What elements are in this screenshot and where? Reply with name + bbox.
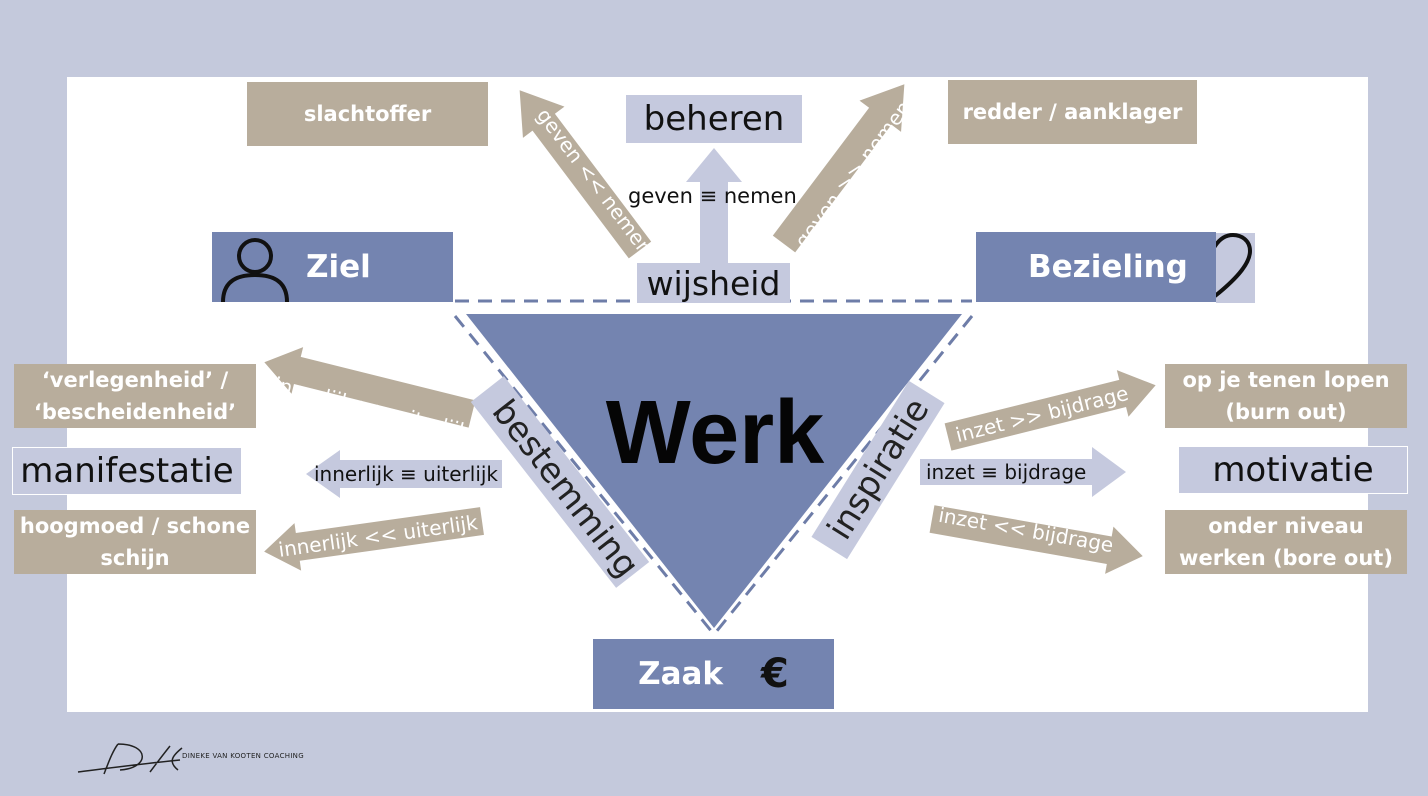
verlegenheid-label: ‘verlegenheid’ / ‘bescheidenheid’ [33, 368, 237, 424]
inspiratie-band [811, 380, 945, 560]
hoogmoed-label: hoogmoed / schone schijn [19, 514, 251, 570]
left-arrow-2 [306, 450, 502, 498]
left-arrow-1 [264, 347, 476, 428]
werk-triangle [466, 314, 962, 628]
top-right-arrow [772, 84, 905, 253]
person-icon [221, 238, 289, 302]
manifestatie-box: manifestatie [12, 447, 242, 495]
zaak-box: Zaak € [593, 639, 834, 709]
euro-icon: € [761, 651, 789, 697]
top-center-arrow [686, 148, 742, 263]
motivatie-box: motivatie [1178, 446, 1408, 494]
center-arrow-label: geven ≡ nemen [628, 184, 797, 208]
manifestatie-label: manifestatie [20, 451, 234, 491]
slachtoffer-box: slachtoffer [247, 82, 488, 146]
ziel-label: Ziel [306, 249, 371, 285]
bore-out-label: onder niveau werken (bore out) [1179, 514, 1393, 570]
beheren-box: beheren [626, 95, 802, 143]
left-arrow-3 [264, 507, 484, 571]
top-left-arrow [519, 90, 652, 259]
right-arrow-3 [929, 505, 1143, 574]
logo-mark [77, 743, 183, 775]
bore-out-box: onder niveau werken (bore out) [1165, 510, 1407, 574]
ziel-box: Ziel [212, 232, 453, 302]
werk-title: Werk [605, 383, 825, 483]
zaak-label: Zaak [638, 656, 724, 692]
slachtoffer-label: slachtoffer [303, 102, 432, 126]
verlegenheid-box: ‘verlegenheid’ / ‘bescheidenheid’ [14, 364, 256, 428]
burn-out-label: op je tenen lopen (burn out) [1182, 368, 1390, 424]
burn-out-box: op je tenen lopen (burn out) [1165, 364, 1407, 428]
beheren-label: beheren [643, 99, 785, 139]
right-arrow-1 [944, 370, 1156, 451]
right-arrow-2-label: inzet ≡ bijdrage [926, 460, 1087, 484]
redder-aanklager-box: redder / aanklager [948, 80, 1197, 144]
bezieling-label: Bezieling [1028, 249, 1188, 285]
bezieling-box: Bezieling [976, 232, 1216, 302]
logo-text: DINEKE VAN KOOTEN COACHING [182, 752, 304, 760]
hoogmoed-box: hoogmoed / schone schijn [14, 510, 256, 574]
motivatie-label: motivatie [1212, 450, 1374, 490]
right-arrow-2 [920, 447, 1126, 497]
left-arrow-2-label: innerlijk ≡ uiterlijk [314, 462, 499, 486]
redder-aanklager-label: redder / aanklager [962, 100, 1183, 124]
bestemming-band [470, 376, 650, 588]
wijsheid-box: wijsheid [637, 263, 790, 303]
wijsheid-label: wijsheid [646, 263, 781, 303]
